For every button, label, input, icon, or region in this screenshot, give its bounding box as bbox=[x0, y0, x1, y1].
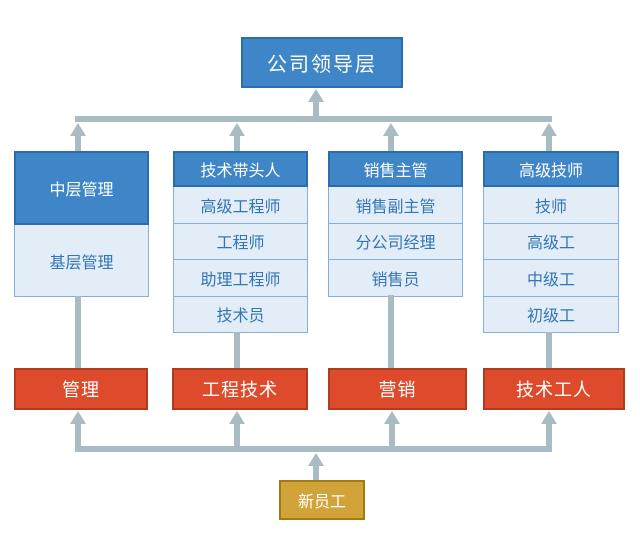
connector-category1-stem bbox=[75, 423, 81, 446]
connector-leadership-stem bbox=[313, 101, 319, 117]
connector-track3-stem bbox=[388, 135, 394, 151]
entry-box-new-employee: 新员工 bbox=[279, 480, 365, 520]
track-cell: 分公司经理 bbox=[328, 223, 463, 260]
track-column-management: 中层管理 基层管理 bbox=[14, 151, 149, 297]
track-header: 中层管理 bbox=[14, 151, 149, 225]
leadership-box: 公司领导层 bbox=[241, 37, 403, 88]
track-cell: 中级工 bbox=[483, 260, 619, 297]
connector-category3-stem bbox=[389, 423, 395, 446]
connector-bottom-bus bbox=[75, 446, 552, 452]
arrowhead-track1-icon bbox=[70, 123, 86, 136]
connector-track1-stem bbox=[75, 135, 81, 151]
category-box-marketing: 营销 bbox=[328, 368, 467, 410]
category-box-engineering: 工程技术 bbox=[172, 368, 308, 410]
arrowhead-entry-icon bbox=[308, 453, 324, 466]
connector-category2-track2 bbox=[234, 332, 240, 368]
track-header: 高级技师 bbox=[483, 151, 619, 187]
track-column-technician: 高级技师 技师 高级工 中级工 初级工 bbox=[483, 151, 619, 333]
track-cell: 技术员 bbox=[173, 296, 308, 333]
track-cell: 基层管理 bbox=[14, 225, 149, 297]
arrowhead-category4-icon bbox=[541, 411, 557, 424]
track-cell: 助理工程师 bbox=[173, 260, 308, 297]
connector-entry-stem bbox=[313, 465, 319, 480]
track-column-sales: 销售主管 销售副主管 分公司经理 销售员 bbox=[328, 151, 463, 297]
track-cell: 销售员 bbox=[328, 260, 463, 297]
track-header: 销售主管 bbox=[328, 151, 463, 187]
track-cell: 初级工 bbox=[483, 296, 619, 333]
arrowhead-category2-icon bbox=[229, 411, 245, 424]
track-column-engineering: 技术带头人 高级工程师 工程师 助理工程师 技术员 bbox=[173, 151, 308, 333]
category-box-management: 管理 bbox=[14, 368, 148, 410]
category-box-skilled-worker: 技术工人 bbox=[483, 368, 625, 410]
track-cell: 销售副主管 bbox=[328, 187, 463, 224]
arrowhead-track2-icon bbox=[229, 123, 245, 136]
arrowhead-to-leadership-icon bbox=[308, 89, 324, 102]
connector-track2-stem bbox=[234, 135, 240, 151]
connector-category3-track3 bbox=[388, 295, 394, 368]
arrowhead-category1-icon bbox=[70, 411, 86, 424]
connector-category2-stem bbox=[234, 423, 240, 446]
connector-category4-track4 bbox=[546, 332, 552, 368]
track-header: 技术带头人 bbox=[173, 151, 308, 187]
track-cell: 高级工 bbox=[483, 223, 619, 260]
connector-track4-stem bbox=[546, 135, 552, 151]
arrowhead-track4-icon bbox=[541, 123, 557, 136]
arrowhead-category3-icon bbox=[384, 411, 400, 424]
track-cell: 技师 bbox=[483, 187, 619, 224]
arrowhead-track3-icon bbox=[383, 123, 399, 136]
track-cell: 工程师 bbox=[173, 223, 308, 260]
connector-category1-track1 bbox=[75, 296, 81, 368]
connector-category4-stem bbox=[546, 423, 552, 446]
connector-top-bus bbox=[75, 116, 552, 122]
track-cell: 高级工程师 bbox=[173, 187, 308, 224]
